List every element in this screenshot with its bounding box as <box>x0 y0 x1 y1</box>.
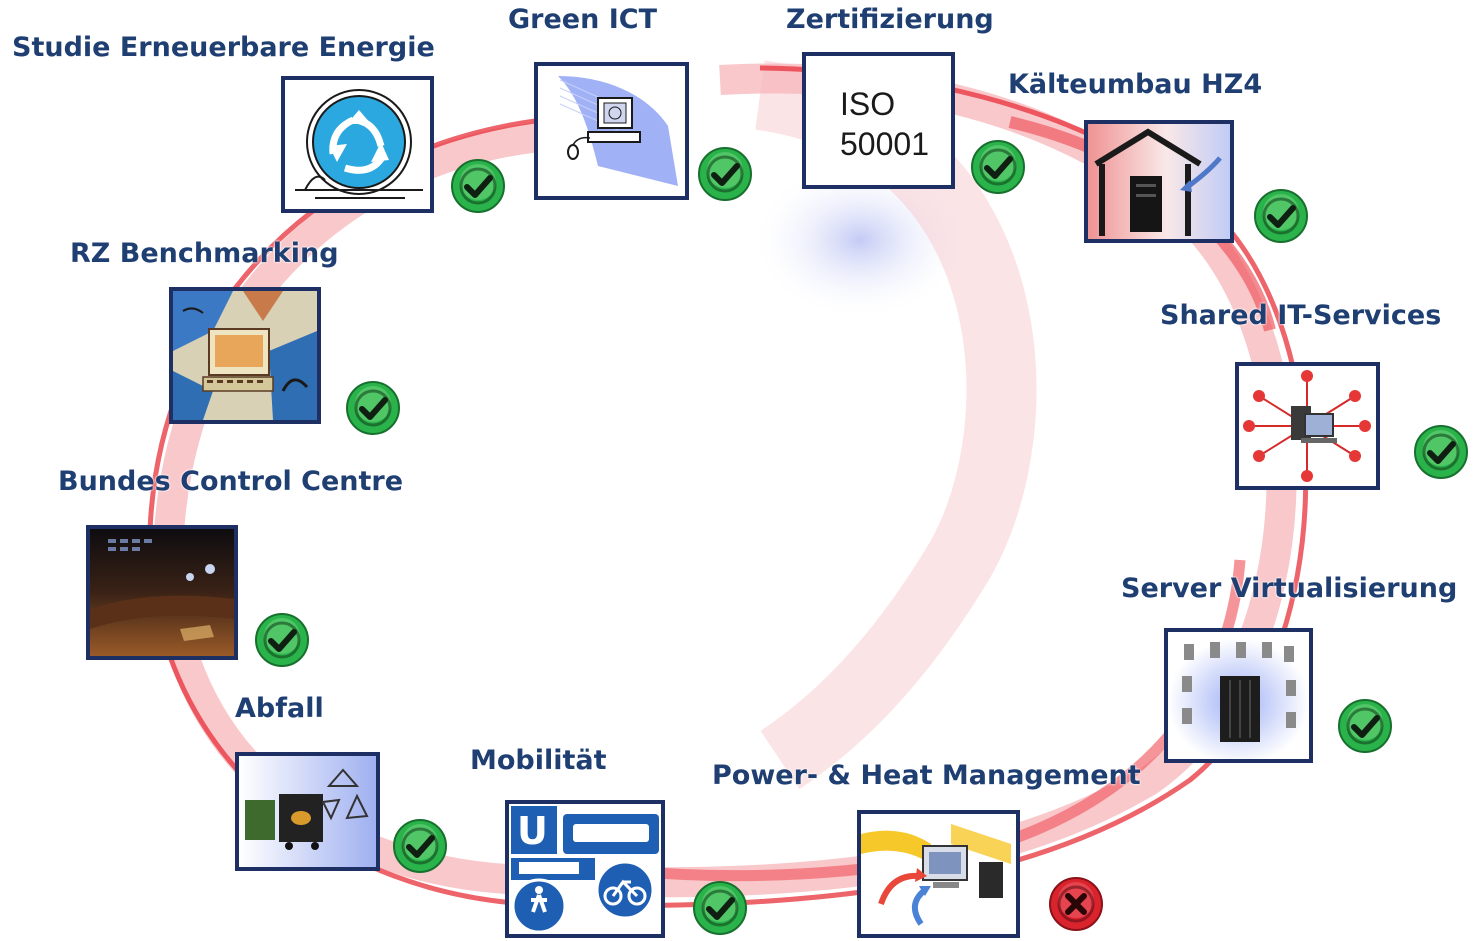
check-icon-server-virt <box>1337 698 1393 754</box>
tile-abfall <box>235 752 380 871</box>
computer-icon <box>558 76 678 186</box>
label-zertifizierung: Zertifizierung <box>786 4 994 35</box>
label-mobilitaet: Mobilität <box>470 745 607 776</box>
label-bundes-control-centre: Bundes Control Centre <box>58 466 404 497</box>
tile-server-virtualisierung <box>1164 628 1313 763</box>
iso-text-line1: ISO <box>840 86 896 122</box>
tile-studie-erneuerbare-energie <box>281 76 434 213</box>
iso-text-line2: 50001 <box>840 126 929 162</box>
transport-signs-icon: U <box>509 804 661 934</box>
label-kaelteumbau: Kälteumbau HZ4 <box>1008 69 1263 100</box>
check-icon-kaelteumbau <box>1253 188 1309 244</box>
check-icon-abfall <box>392 818 448 874</box>
check-icon-shared-it <box>1413 424 1469 480</box>
waste-container-icon <box>239 756 376 867</box>
tile-green-ict <box>534 62 689 200</box>
server-house-icon <box>1088 124 1230 239</box>
check-icon-green-ict <box>697 146 753 202</box>
tile-zertifizierung: ISO 50001 <box>802 52 955 189</box>
check-icon-rz-bench <box>345 380 401 436</box>
tile-rz-benchmarking <box>169 287 321 424</box>
cross-icon-power-heat <box>1048 876 1104 932</box>
label-server-virtualisierung: Server Virtualisierung <box>1121 573 1458 604</box>
check-icon-bcc <box>254 612 310 668</box>
label-green-ict: Green ICT <box>508 4 658 35</box>
tile-shared-it-services <box>1235 362 1380 490</box>
check-icon-zertifizierung <box>970 139 1026 195</box>
label-abfall: Abfall <box>235 693 324 724</box>
check-icon-mobilitaet <box>692 880 748 936</box>
tile-mobilitaet: U <box>505 800 665 938</box>
label-rz-benchmarking: RZ Benchmarking <box>70 238 339 269</box>
check-icon-studie <box>450 158 506 214</box>
server-cluster-icon <box>1168 632 1309 759</box>
label-power-heat-management: Power- & Heat Management <box>712 760 1141 791</box>
tile-power-heat-management <box>857 810 1020 938</box>
control-room-icon <box>90 529 234 656</box>
iso-icon: ISO 50001 <box>840 84 929 164</box>
heat-flow-icon <box>861 824 1011 926</box>
tile-kaelteumbau <box>1084 120 1234 243</box>
recycling-icon <box>295 89 423 199</box>
label-shared-it-services: Shared IT-Services <box>1160 300 1442 331</box>
benchmark-artwork-icon <box>173 291 317 420</box>
network-hub-icon <box>1243 370 1371 482</box>
label-studie-erneuerbare-energie: Studie Erneuerbare Energie <box>12 32 435 63</box>
tile-bundes-control-centre <box>86 525 238 660</box>
svg-text:U: U <box>517 809 548 853</box>
